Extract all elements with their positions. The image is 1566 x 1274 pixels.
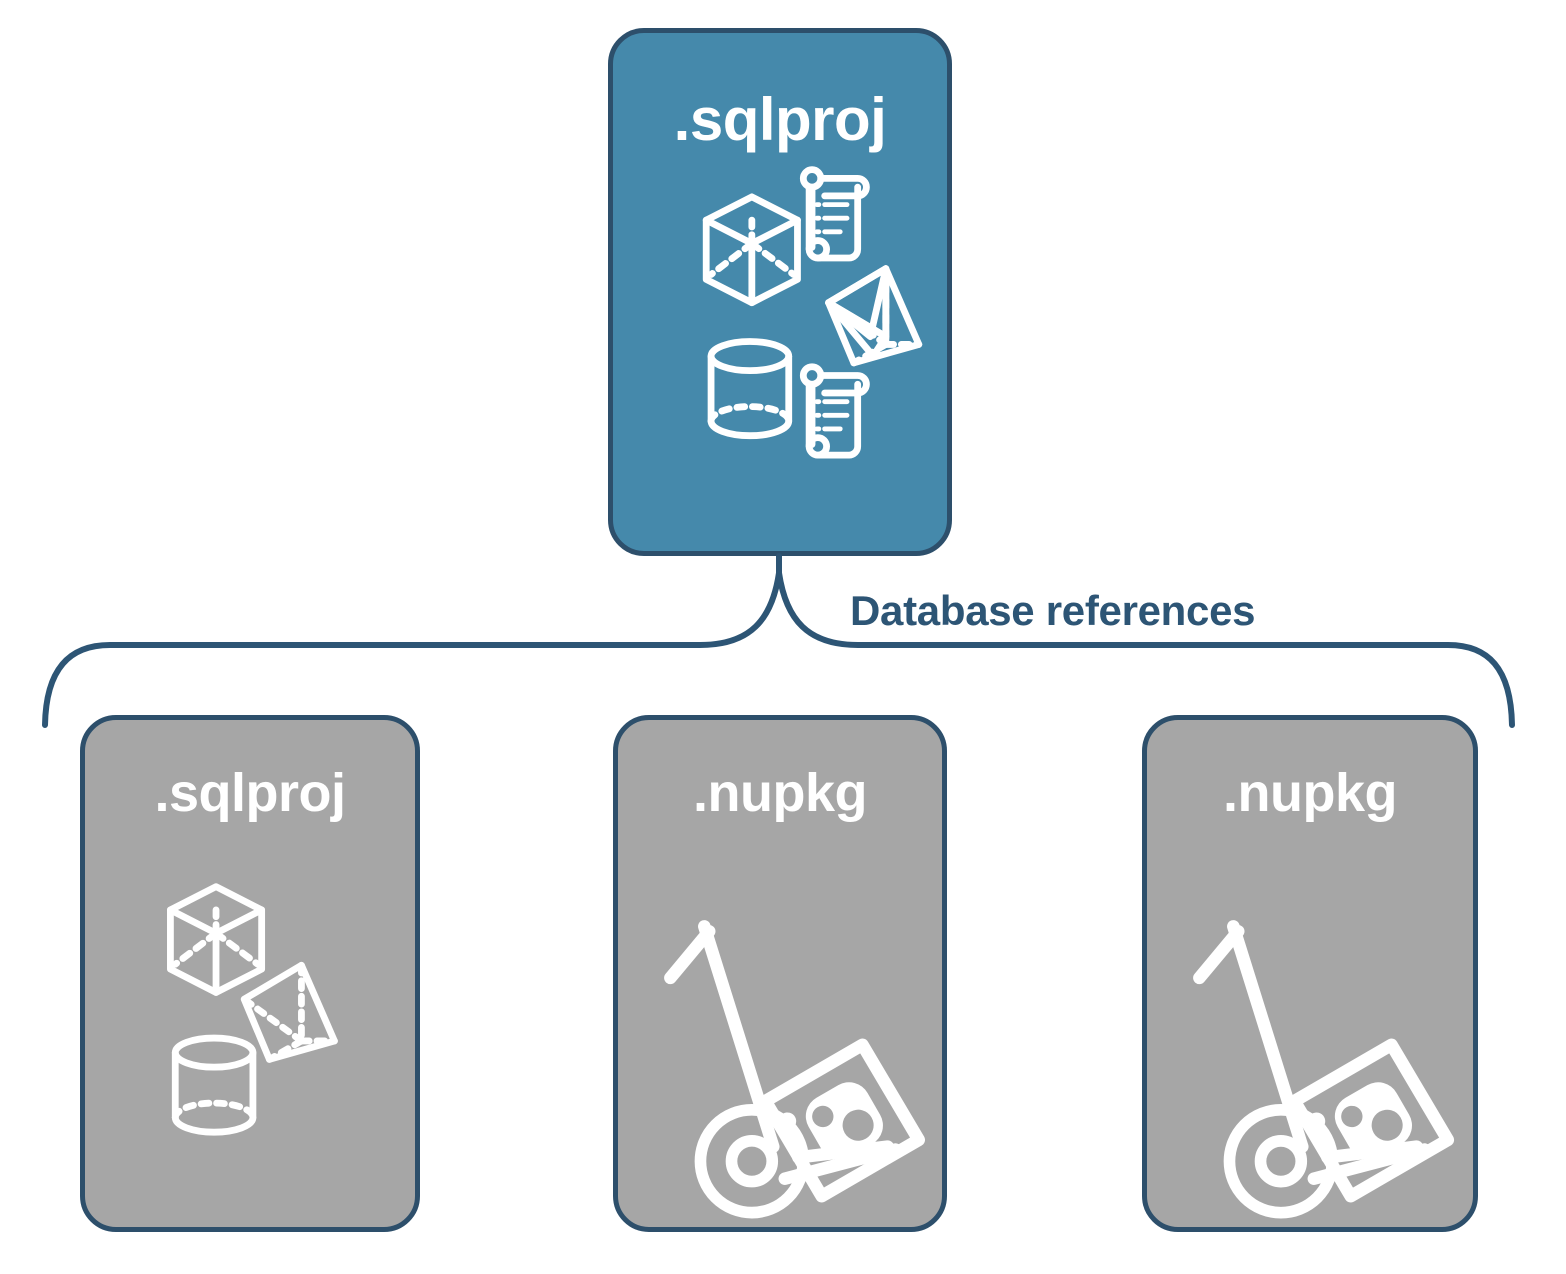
script-scroll-icon [799,166,870,262]
package-box [1288,1038,1455,1203]
wheel-icon [1223,1103,1339,1219]
package-box [759,1038,926,1203]
nuget-logo-icon [778,1082,883,1160]
node-reference-nupkg-2[interactable]: .nupkg [1142,715,1478,1232]
cylinder-icon [171,1034,257,1136]
brace-left [42,570,782,728]
pyramid-icon [240,961,338,1063]
hand-truck-package-icon [664,920,926,1219]
nuget-logo-icon [1307,1082,1412,1160]
pyramid-icon [825,265,923,367]
node-reference-nupkg-2-label: .nupkg [1223,763,1397,823]
database-references-label: Database references [842,585,1264,637]
nuget-logo-holes [1341,1105,1403,1141]
node-root-sqlproj[interactable]: .sqlproj [608,28,952,556]
node-reference-sqlproj[interactable]: .sqlproj [80,715,420,1232]
nuget-logo-holes [812,1105,874,1141]
node-reference-sqlproj-label: .sqlproj [154,763,346,823]
node-root-label: .sqlproj [673,86,887,153]
script-scroll-icon [799,363,870,459]
cylinder-icon [707,338,793,440]
hand-truck-package-icon [1193,920,1455,1219]
wheel-icon [694,1103,810,1219]
cube-icon [167,883,266,996]
node-reference-nupkg-1-label: .nupkg [693,763,867,823]
node-reference-nupkg-1[interactable]: .nupkg [613,715,947,1232]
cube-icon [702,193,801,307]
